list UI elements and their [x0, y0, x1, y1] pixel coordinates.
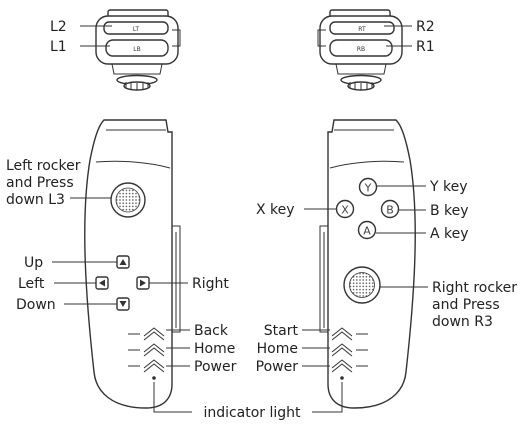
label-down: Down — [16, 297, 56, 313]
svg-text:X: X — [341, 204, 349, 217]
dpad-right-button — [136, 276, 150, 290]
lt-trigger — [103, 21, 169, 35]
home-button — [143, 343, 165, 357]
label-power-right: Power — [256, 359, 299, 375]
rb-button-text: RB — [357, 46, 365, 53]
right-stick — [343, 266, 381, 304]
lt-button-text: LT — [133, 26, 140, 33]
label-l1: L1 — [50, 39, 67, 55]
y-button: Y — [358, 177, 378, 197]
labels: L2 L1 R2 R1 Left rocker and Press down L… — [6, 19, 517, 421]
label-back: Back — [194, 323, 229, 339]
label-x-key: X key — [256, 202, 295, 218]
label-home-left: Home — [194, 341, 235, 357]
power-button — [143, 359, 165, 373]
left-shoulder-unit: LT LB — [95, 9, 181, 91]
rt-button-text: RT — [358, 26, 366, 33]
rb-bumper — [329, 39, 393, 57]
leader-lines — [52, 25, 428, 413]
left-stick — [110, 182, 146, 218]
label-a-key: A key — [430, 226, 469, 242]
label-indicator-light: indicator light — [203, 405, 301, 421]
left-controller — [84, 119, 181, 409]
right-shoulder-unit: RT RB — [317, 9, 403, 91]
label-right: Right — [192, 276, 229, 292]
label-right-rocker-3: down R3 — [432, 314, 493, 330]
svg-text:Y: Y — [364, 182, 372, 195]
dpad-left-button — [95, 276, 109, 290]
start-button — [331, 327, 353, 341]
left-indicator-led — [152, 376, 156, 380]
label-y-key: Y key — [429, 179, 468, 195]
right-controller: Y X B A — [319, 119, 416, 409]
lb-button-text: LB — [133, 46, 140, 53]
label-left-rocker-2: and Press — [6, 175, 74, 191]
label-up: Up — [24, 255, 43, 271]
label-left: Left — [18, 276, 45, 292]
label-r2: R2 — [416, 19, 435, 35]
lb-bumper — [105, 39, 169, 57]
b-button: B — [380, 199, 400, 219]
power-button-right — [331, 359, 353, 373]
right-indicator-led — [340, 376, 344, 380]
svg-text:B: B — [386, 204, 394, 217]
home-button-right — [331, 343, 353, 357]
label-home-right: Home — [257, 341, 298, 357]
back-button — [143, 327, 165, 341]
rt-trigger — [329, 21, 395, 35]
label-right-rocker-2: and Press — [432, 297, 500, 313]
label-left-rocker-3: down L3 — [6, 192, 65, 208]
label-left-rocker-1: Left rocker — [6, 158, 81, 174]
label-b-key: B key — [430, 203, 469, 219]
label-l2: L2 — [50, 19, 67, 35]
label-r1: R1 — [416, 39, 435, 55]
label-power-left: Power — [194, 359, 237, 375]
dpad-up-button — [116, 255, 130, 269]
label-start: Start — [264, 323, 299, 339]
svg-text:A: A — [363, 225, 371, 238]
dpad-down-button — [116, 297, 130, 311]
label-right-rocker-1: Right rocker — [432, 280, 517, 296]
x-button: X — [335, 199, 355, 219]
a-button: A — [357, 220, 377, 240]
